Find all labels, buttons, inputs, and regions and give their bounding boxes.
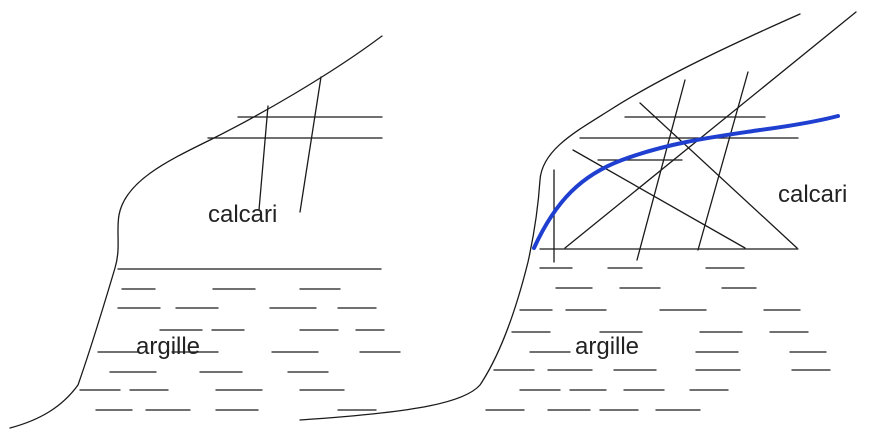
left-limestone-label: calcari — [208, 201, 278, 228]
left-limestone-bedding — [207, 116, 383, 139]
right-limestone-label: calcari — [778, 181, 848, 208]
slip-surface-curve — [532, 114, 840, 250]
left-clay-label: argille — [136, 333, 201, 360]
right-clay-label: argille — [575, 333, 640, 360]
right-fractures — [553, 11, 857, 263]
right-limestone-bedding — [539, 116, 799, 250]
left-vertical-joints — [258, 76, 322, 213]
left-clay-dashes — [79, 288, 401, 411]
right-slope-profile — [299, 13, 801, 421]
left-slope-profile — [9, 35, 383, 429]
right-clay-dashes — [485, 267, 831, 411]
